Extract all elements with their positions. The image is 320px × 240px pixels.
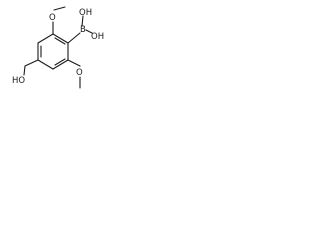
bond-boron-to-top-oh [81,15,84,27]
bottom-oxygen-label: O [76,68,83,78]
ring-double-bond-2 [54,58,66,66]
bond-ring-to-ch2 [24,59,39,67]
ring-bond-1 [52,33,69,44]
bonds [23,6,93,89]
ring-bond-3 [52,59,69,70]
bond-ring-to-boron [67,32,81,44]
boron-label: B [80,25,86,35]
ring-bond-4 [37,59,54,70]
bond-boron-to-right-oh [85,29,93,34]
top-hydroxyl-label: OH [79,8,92,18]
ho-label: HO [12,76,25,86]
bond-top-oxygen-to-methyl [53,6,66,11]
bond-ch2-to-hydroxyl [23,65,26,76]
right-hydroxyl-label: OH [91,32,104,42]
chemical-structure-diagram: B OH OH O O HO [12,6,104,89]
ring-bond-6 [37,33,54,44]
bond-ring-to-bottom-oxygen [67,59,81,67]
atom-labels: B OH OH O O HO [12,8,104,86]
ring-double-bond-1 [54,37,66,45]
top-oxygen-label: O [49,13,56,23]
